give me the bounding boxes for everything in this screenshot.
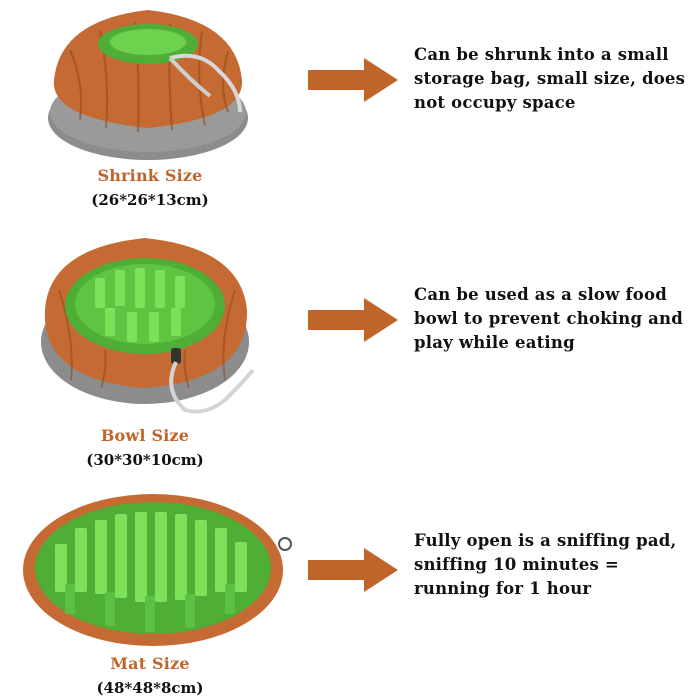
row-bowl: Bowl Size (30*30*10cm) Can be used as a … — [0, 230, 700, 470]
shrink-caption: Shrink Size (26*26*13cm) — [20, 166, 280, 209]
size-name: Shrink Size — [97, 166, 203, 185]
flat-mat-illustration — [23, 494, 292, 646]
arrow-right-icon — [308, 58, 398, 102]
size-name: Mat Size — [110, 654, 190, 673]
shrink-description: Can be shrunk into a small storage bag, … — [414, 45, 686, 112]
mat-description: Fully open is a sniffing pad, sniffing 1… — [414, 531, 677, 598]
arrow-right-icon — [308, 298, 398, 342]
size-dimensions: (30*30*10cm) — [86, 451, 204, 469]
row-mat: Mat Size (48*48*8cm) Fully open is a sni… — [0, 470, 700, 700]
size-name: Bowl Size — [100, 426, 190, 445]
arrow-right-icon — [308, 548, 398, 592]
shrink-mat-illustration — [48, 10, 248, 160]
bowl-description: Can be used as a slow food bowl to preve… — [414, 285, 683, 352]
size-dimensions: (26*26*13cm) — [91, 191, 209, 209]
bowl-mat-illustration — [41, 238, 255, 414]
row-shrink: Shrink Size (26*26*13cm) Can be shrunk i… — [0, 0, 700, 230]
bowl-caption: Bowl Size (30*30*10cm) — [15, 426, 275, 469]
mat-caption: Mat Size (48*48*8cm) — [20, 654, 280, 697]
size-dimensions: (48*48*8cm) — [96, 679, 204, 697]
